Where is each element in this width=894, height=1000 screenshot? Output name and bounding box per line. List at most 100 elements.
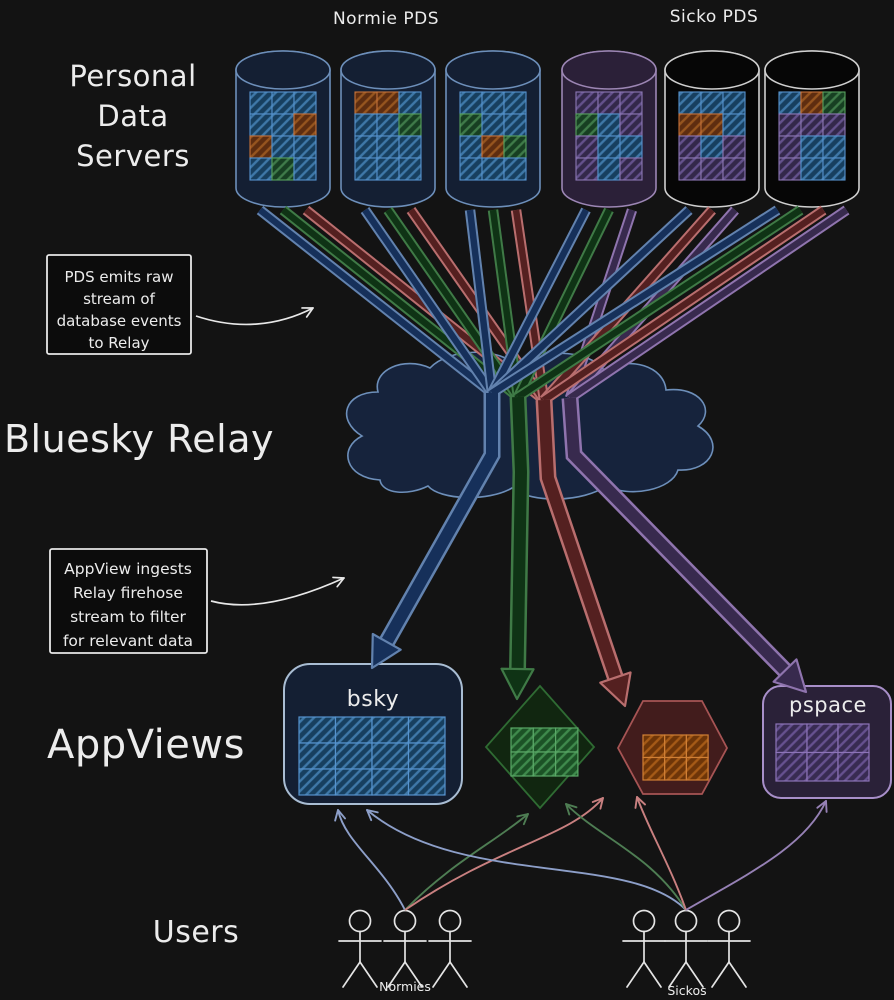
appview-cell [532,727,557,753]
appview-note-line-4: for relevant data [63,632,193,650]
appview-cell [407,768,446,796]
stream-ribbon-blue [489,207,692,396]
pds-cell [271,135,295,159]
pds-cell [619,157,643,181]
pds-cell [700,157,724,181]
user-link-arrowhead-blue [337,809,346,820]
note-arrow [195,307,314,326]
stick-figure [622,909,666,988]
appview-cell [371,768,410,796]
user-link-arrowhead-green [565,803,578,809]
relay-title: Bluesky Relay [4,417,274,461]
appview-cell [298,742,337,770]
appview-cell [334,768,373,796]
pds-cell [800,91,824,115]
appview-note-line-1: AppView ingests [64,560,192,578]
stream-ribbon-purple [568,207,849,401]
appview-pspace-shape [762,685,892,799]
appview-cell [407,742,446,770]
pds-cell [459,91,483,115]
sicko-pds-label: Sicko PDS [670,7,759,27]
appview-cell [371,716,410,744]
pds-cell [481,113,505,137]
pds-cell [293,157,317,181]
pds-cylinder-2 [340,50,436,208]
pds-note-line-1: PDS emits raw [65,268,174,286]
stick-figure [338,909,382,988]
appview-cell [554,751,579,777]
pds-cell [354,135,378,159]
pds-cell [354,113,378,137]
pds-cell [619,135,643,159]
pds-cell [503,113,527,137]
normies-group-label: Normies [379,979,431,994]
note-arrow-head [305,307,314,318]
firehose-arrow-blue [381,393,498,645]
pds-note-box [46,254,192,355]
user-link-arrowhead-blue [366,809,379,814]
pds-cell [778,157,802,181]
pds-cylinder-5 [664,50,760,208]
note-arrow [210,577,345,606]
appview-cell [775,723,808,754]
stream-ribbon-blue [466,209,496,394]
pds-cell [376,113,400,137]
stick-figure [707,909,751,988]
pds-cell [459,113,483,137]
appview-cell [642,734,666,759]
stream-ribbon-blue [257,207,495,396]
user-link-red [404,797,604,911]
appview-cell [371,742,410,770]
user-link-arrowhead-blue [334,809,339,822]
firehose-arrowhead-green [500,667,535,701]
appview-cell [664,734,688,759]
pds-cell [249,113,273,137]
pds-cell [503,91,527,115]
pds-cylinder-3 [445,50,541,208]
firehose-arrowhead-blue [370,632,402,670]
pds-cell [354,157,378,181]
appview-cell [298,768,337,796]
pds-cell [271,113,295,137]
appview-cell [685,734,709,759]
pds-cell [398,91,422,115]
pds-cell [700,91,724,115]
firehose-arrowhead-red [599,671,632,708]
pds-cell [822,113,846,137]
users-title: Users [153,915,240,950]
pds-cell [722,113,746,137]
pds-cell [778,113,802,137]
pds-cylinder-1 [235,50,331,208]
pds-cell [271,91,295,115]
user-link-arrowhead-purple [816,800,827,809]
firehose-arrowhead-purple [772,658,808,694]
pds-cell [822,135,846,159]
pds-cylinder-6 [764,50,860,208]
pds-cell [575,157,599,181]
appview-green-filter-shape [484,684,596,810]
pds-cell [293,113,317,137]
user-link-arrowhead-red [599,797,604,810]
appview-red-filter-shape [616,700,729,795]
pds-cell [376,157,400,181]
appview-cell [532,751,557,777]
pds-cell [678,91,702,115]
pds-cell [722,157,746,181]
pds-cell [398,113,422,137]
stream-ribbon-blue [489,208,589,395]
pds-note-line-2: stream of [83,290,156,308]
user-link-purple [685,800,827,911]
pds-cell [822,91,846,115]
pds-cell [481,135,505,159]
user-link-green [404,813,529,911]
user-link-arrowhead-red [636,796,646,806]
normie-pds-label: Normie PDS [333,9,439,29]
pds-cell [800,135,824,159]
user-link-arrowhead-green [565,803,571,816]
pds-cell [800,157,824,181]
user-link-red [636,796,687,911]
appview-cell [806,751,839,782]
user-link-arrowhead-green [516,813,529,818]
stream-ribbon-green [516,207,803,400]
